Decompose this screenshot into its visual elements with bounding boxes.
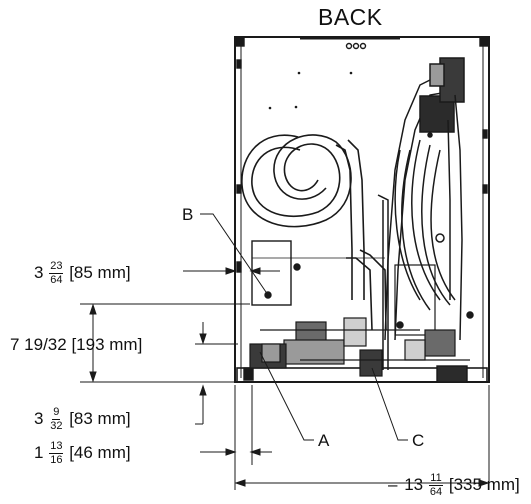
dimension-46mm-metric: [46 mm] bbox=[69, 442, 131, 462]
callout-a: A bbox=[318, 431, 330, 450]
dimension-85mm-den: 64 bbox=[50, 274, 63, 286]
dimension-83mm-den: 32 bbox=[50, 420, 63, 432]
bottom-components bbox=[249, 317, 470, 377]
dimension-335mm-whole: 13 bbox=[404, 474, 424, 494]
dimension-83mm-whole: 3 bbox=[34, 408, 44, 428]
dimension-lines bbox=[80, 213, 490, 490]
dimension-85mm-num: 23 bbox=[49, 260, 64, 274]
dimension-83mm-metric: [83 mm] bbox=[69, 408, 131, 428]
dimension-46mm-num: 13 bbox=[49, 440, 64, 454]
pipe-assembly bbox=[377, 57, 474, 370]
dimension-85mm-whole: 3 bbox=[34, 262, 44, 282]
dimension-335mm-den: 64 bbox=[429, 486, 443, 498]
dimension-335mm-metric: [335 mm] bbox=[448, 474, 520, 494]
dimension-193mm: 7 19/32 [193 mm] bbox=[10, 335, 143, 354]
dimension-335mm-num: 11 bbox=[429, 472, 443, 486]
dimension-46mm-den: 16 bbox=[50, 454, 63, 466]
coiled-tube bbox=[241, 134, 387, 331]
view-title: BACK bbox=[318, 4, 383, 30]
component-b bbox=[251, 240, 385, 306]
dimension-85mm-metric: [85 mm] bbox=[69, 262, 131, 282]
dimension-83mm-num: 9 bbox=[52, 406, 61, 420]
callout-c: C bbox=[412, 431, 425, 450]
callout-b: B bbox=[182, 205, 194, 224]
dimension-46mm-whole: 1 bbox=[34, 442, 44, 462]
